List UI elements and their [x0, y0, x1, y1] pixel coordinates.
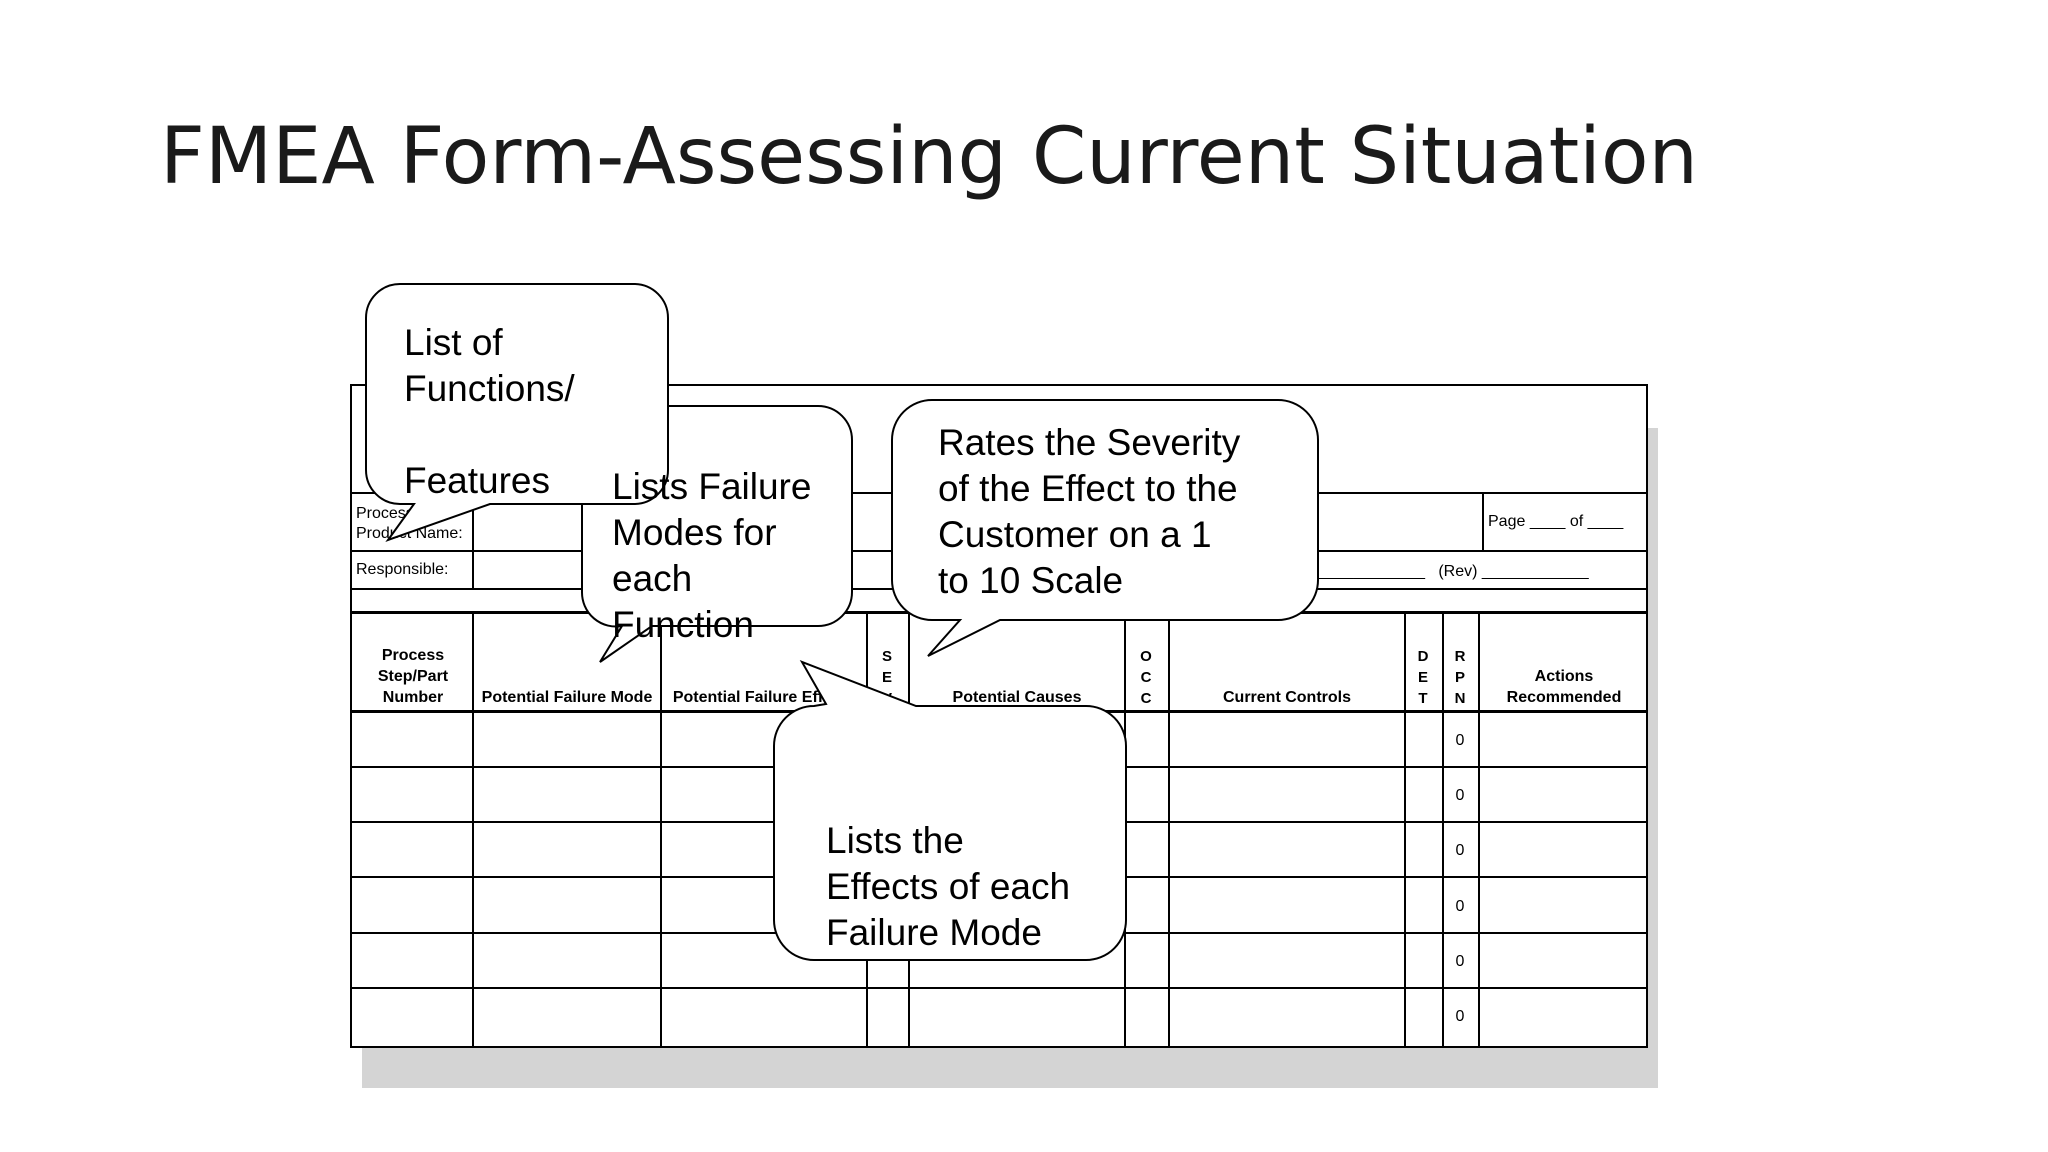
- page-label: Page ____ of ____: [1488, 513, 1624, 530]
- date-rev-label: ) ____________ (Rev) ____________: [1304, 563, 1589, 580]
- col-rule: [1478, 612, 1480, 1048]
- header-occ: O C C: [1140, 648, 1152, 707]
- col-rule: [1442, 612, 1444, 1048]
- callout-functions-shape: [365, 283, 669, 543]
- callout-severity-text: Rates the Severity of the Effect to the …: [938, 422, 1241, 601]
- header-det: D E T: [1417, 648, 1429, 707]
- callout-severity-shape: [891, 399, 1319, 657]
- callout-functions-text: List of Functions/ Features: [404, 322, 575, 501]
- callout-failure-modes-text: Lists Failure Modes for each Function: [612, 466, 812, 645]
- rpn-value: 0: [1455, 898, 1465, 915]
- col-rule: [1404, 612, 1406, 1048]
- header-failure-effects: Potential Failure Effects: [672, 689, 856, 706]
- header-controls: Current Controls: [1223, 689, 1351, 706]
- col-rule: [472, 612, 474, 1048]
- rpn-value: 0: [1455, 842, 1465, 859]
- header-actions: Actions Recommended: [1506, 668, 1622, 706]
- header-causes: Potential Causes: [952, 689, 1082, 706]
- rpn-value: 0: [1455, 732, 1465, 749]
- callout-effects-shape: [773, 660, 1127, 961]
- form-rule: [472, 492, 474, 590]
- rpn-value: 0: [1455, 953, 1465, 970]
- header-rpn: R P N: [1454, 648, 1466, 707]
- col-rule: [660, 612, 662, 1048]
- rpn-value: 0: [1455, 787, 1465, 804]
- responsible-label: Responsible:: [356, 561, 449, 578]
- row-rule: [352, 987, 1648, 989]
- slide-title: FMEA Form-Assessing Current Situation: [160, 112, 1698, 202]
- form-rule: [1482, 492, 1484, 550]
- header-process-step: Process Step/Part Number: [377, 647, 449, 706]
- callout-effects-text: Lists the Effects of each Failure Mode: [826, 820, 1071, 953]
- header-failure-mode: Potential Failure Mode: [481, 689, 653, 706]
- rpn-value: 0: [1455, 1008, 1465, 1025]
- col-rule: [1168, 612, 1170, 1048]
